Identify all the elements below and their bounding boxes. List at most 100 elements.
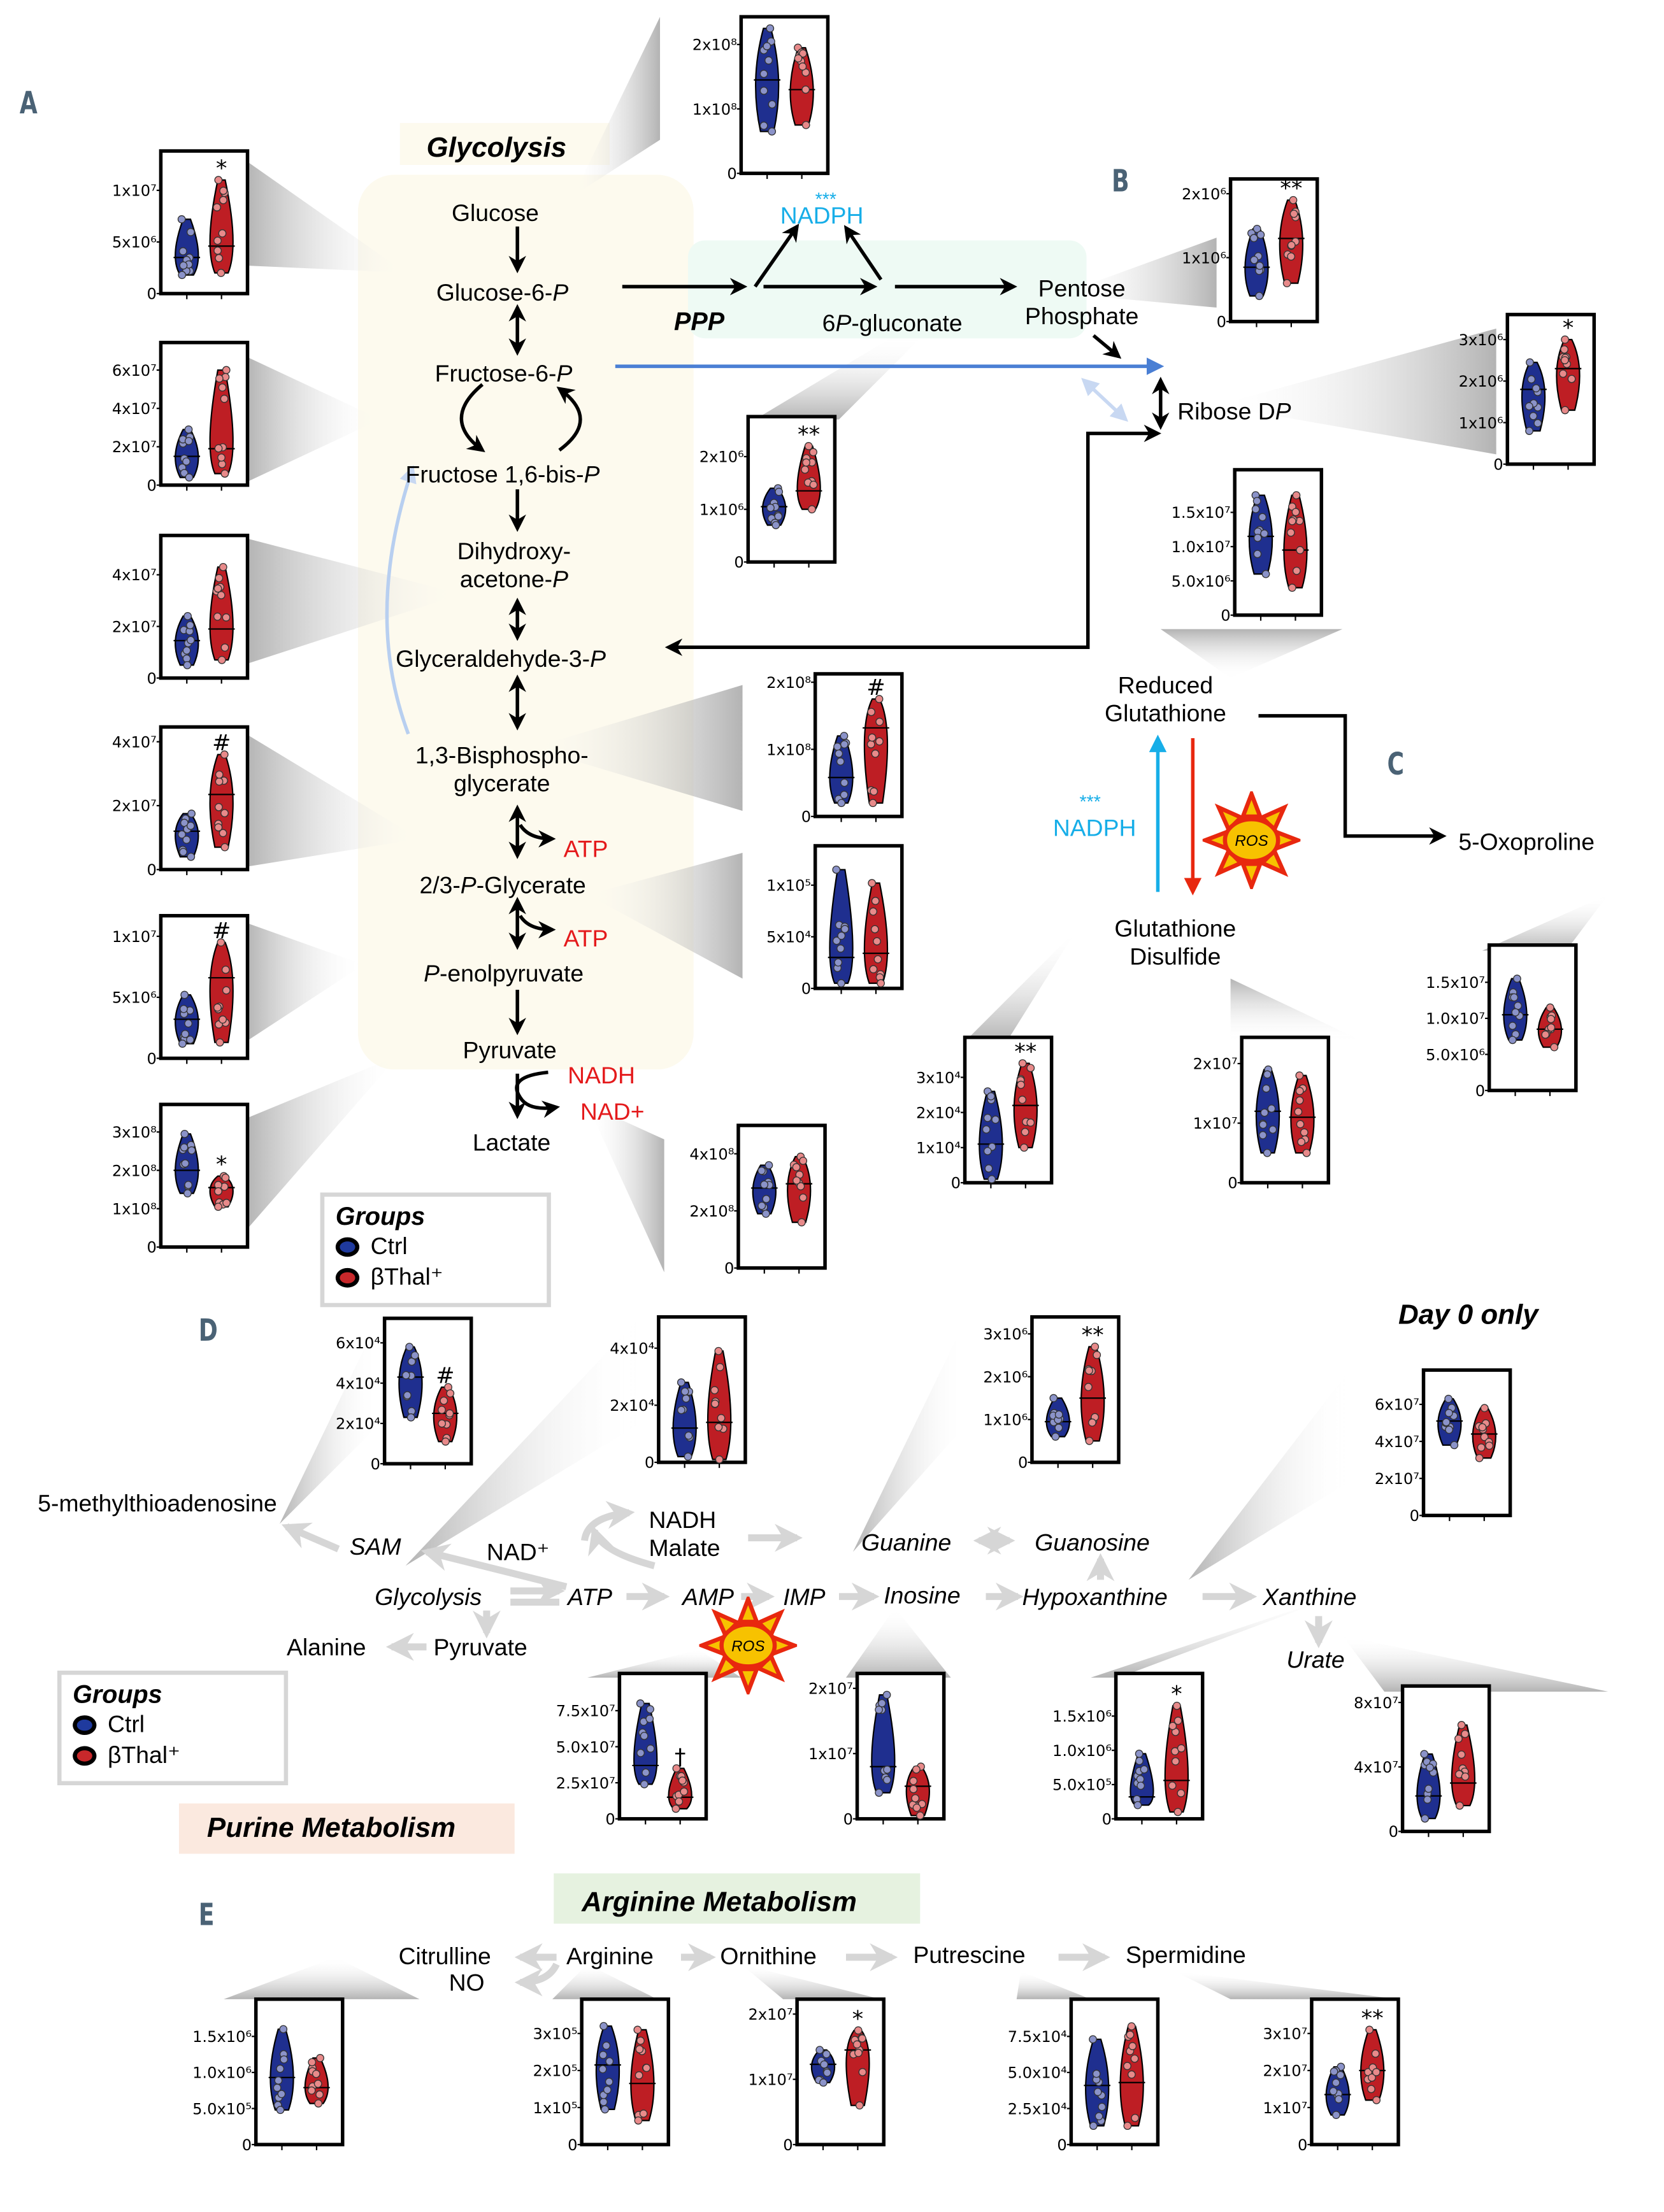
data-point [1026,1064,1035,1073]
metabolite-imp: IMP [783,1583,826,1611]
y-tick-label: 2.5x10⁷ [556,1774,615,1792]
plot-frame [1400,1684,1491,1834]
metabolite-sam: SAM [349,1533,401,1560]
data-point [217,269,226,277]
data-point [794,54,803,63]
data-point [603,2085,612,2094]
data-point [1255,261,1264,270]
data-point [220,394,229,403]
data-point [218,460,226,469]
data-point [1547,1015,1555,1024]
data-point [220,469,229,478]
data-point [636,1748,645,1757]
data-point [599,2097,608,2106]
nadh-label: NADH [568,1062,635,1089]
y-tick-label: 4x10⁷ [112,400,157,418]
data-point [605,2078,613,2086]
y-tick-label: 2x10⁶ [1459,373,1503,390]
y-tick-label: 0 [147,861,156,879]
data-point [1173,1716,1182,1725]
data-point [178,830,186,839]
data-point [1093,2088,1102,2096]
data-point [840,732,849,740]
data-point [214,444,223,453]
data-point [1049,1394,1058,1402]
data-point [316,2053,324,2062]
y-tick-label: 4x10⁷ [1354,1759,1398,1776]
plot-frame [159,149,250,296]
data-point [1372,2068,1381,2076]
data-point [220,809,229,818]
data-point [445,1409,454,1418]
data-point [833,742,842,751]
y-tick-label: 3x10⁷ [1263,2025,1307,2043]
y-tick-label: 3x10⁸ [112,1124,157,1141]
y-tick-label: 0 [147,1050,156,1067]
data-point [1550,1043,1559,1052]
data-point [796,1182,805,1190]
y-tick-label: 2x10⁶ [699,448,744,466]
data-point [1295,1071,1304,1080]
data-point [1131,2113,1140,2122]
data-point [279,2025,288,2034]
data-point [1021,1127,1029,1136]
plot-frame [254,1997,345,2146]
y-tick-label: 0 [1102,1810,1112,1828]
y-tick-label: 5.0x10⁴ [1008,2064,1067,2082]
y-tick-label: 6x10⁷ [112,362,157,380]
violin-ctrl [752,1164,777,1215]
data-point [636,2036,645,2045]
data-point [1287,517,1296,525]
significance-marker: ** [1280,176,1302,202]
y-tick-label: 4x10⁷ [1375,1433,1419,1451]
data-point [1450,1441,1459,1450]
ros-ray [1240,788,1263,819]
data-point [1294,1108,1303,1116]
data-point [840,790,849,799]
y-tick-label: 0 [147,1239,156,1257]
data-point [1442,1418,1451,1427]
ctrl-swatch-icon [73,1715,97,1735]
data-point [672,1764,681,1773]
y-tick-label: 1x10⁸ [692,101,737,118]
data-point [1332,2111,1340,2119]
plot-frame [736,1124,827,1270]
data-point [911,1794,920,1802]
y-tick-label: 5.0x10⁵ [192,2100,252,2118]
data-point [768,100,777,109]
data-point [1292,491,1301,499]
significance-marker: # [212,918,231,944]
plot-frame [813,844,904,990]
data-point [274,2076,283,2085]
y-tick-label: 3x10⁴ [916,1069,961,1087]
data-point [1297,1138,1306,1146]
data-point [1531,384,1540,393]
atp-label-2: ATP [563,925,608,952]
data-point [215,803,223,811]
data-point [642,2064,651,2073]
legend-item-ctrl: Ctrl [73,1709,273,1740]
data-point [1546,1003,1554,1012]
data-point [761,1209,770,1218]
data-point [1480,1432,1489,1441]
ros-ray [736,1593,760,1624]
data-point [762,1195,771,1203]
data-point [1529,411,1538,420]
data-point [987,1175,996,1183]
violin-ctrl [633,1702,658,1785]
legend-label-bthal: βThal⁺ [370,1264,443,1290]
metabolite-putrescine: Putrescine [913,1941,1026,1969]
data-point [1567,375,1576,383]
arginine-title: Arginine Metabolism [582,1887,857,1918]
data-point [834,958,843,967]
significance-marker: * [1171,1681,1182,1708]
data-point [809,480,818,489]
